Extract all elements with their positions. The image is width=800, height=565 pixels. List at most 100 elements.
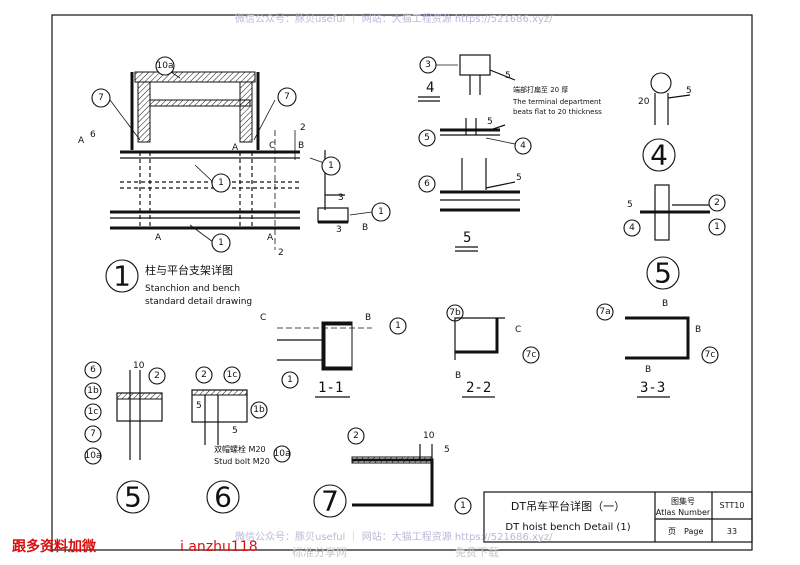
- svg-text:5: 5: [505, 71, 511, 81]
- svg-text:1c: 1c: [227, 370, 238, 380]
- svg-text:5: 5: [424, 133, 430, 143]
- watermark-bottom: 微信公众号：豚贝useful ｜ 网站：大猫工程资源 https://52168…: [235, 530, 553, 543]
- detail-7-badge: [313, 484, 347, 518]
- svg-text:Page: Page: [684, 527, 703, 536]
- detail-4-badge: [642, 138, 676, 172]
- detail-1-title-cn: 柱与平台支架详图: [145, 263, 233, 277]
- svg-text:6: 6: [90, 130, 96, 140]
- svg-text:图集号: 图集号: [671, 496, 695, 506]
- svg-text:Atlas Number: Atlas Number: [656, 508, 711, 517]
- sheet-border: [51, 14, 753, 551]
- svg-text:1: 1: [395, 321, 401, 331]
- svg-text:10a: 10a: [274, 449, 291, 459]
- section-1-1-label: 1-1: [318, 380, 343, 396]
- svg-text:7: 7: [284, 92, 290, 102]
- svg-text:2: 2: [353, 431, 359, 441]
- svg-text:Stud bolt M20: Stud bolt M20: [214, 457, 270, 466]
- svg-text:C: C: [260, 313, 266, 323]
- callout-1-d: [371, 202, 391, 222]
- section-2-2: 7b C 7c B 2-2: [446, 304, 540, 398]
- detail-5-right: 2 1 4 5 5: [623, 184, 726, 290]
- svg-text:B: B: [695, 325, 701, 335]
- svg-text:2: 2: [300, 123, 306, 133]
- svg-text:7: 7: [98, 93, 104, 103]
- svg-text:C: C: [515, 325, 521, 335]
- svg-text:1: 1: [460, 501, 466, 511]
- section-3-3: 7a B B B 7c 3-3: [596, 299, 719, 398]
- title-block: DT吊车平台详图（一） DT hoist bench Detail (1) 图集…: [483, 491, 753, 543]
- svg-text:7a: 7a: [599, 307, 610, 317]
- svg-text:4: 4: [426, 80, 434, 96]
- svg-text:1: 1: [714, 222, 720, 232]
- svg-text:2: 2: [278, 248, 284, 258]
- svg-text:1: 1: [287, 375, 293, 385]
- svg-text:10a: 10a: [157, 61, 174, 71]
- svg-text:5: 5: [232, 426, 238, 436]
- svg-text:5: 5: [627, 200, 633, 210]
- svg-text:B: B: [362, 223, 368, 233]
- detail-1-title: 1 柱与平台支架详图 Stanchion and bench standard …: [105, 259, 252, 307]
- detail-6-badge: [206, 480, 240, 514]
- svg-text:B: B: [645, 365, 651, 375]
- callout-10a: [155, 56, 175, 76]
- svg-text:C: C: [269, 141, 275, 151]
- svg-text:10: 10: [423, 431, 435, 441]
- title-en: DT hoist bench Detail (1): [505, 522, 630, 533]
- svg-text:10a: 10a: [85, 451, 102, 461]
- svg-text:4: 4: [520, 141, 526, 151]
- promo-red-text: 跟多资料加微: [12, 538, 97, 555]
- svg-text:5: 5: [516, 173, 522, 183]
- svg-text:beats flat to 20 thickness: beats flat to 20 thickness: [513, 108, 602, 116]
- svg-text:1: 1: [218, 238, 224, 248]
- svg-text:5: 5: [686, 86, 692, 96]
- detail-1-title-en-1: Stanchion and bench: [145, 284, 240, 294]
- svg-text:双帽螺栓 M20: 双帽螺栓 M20: [214, 444, 266, 454]
- svg-text:6: 6: [424, 179, 430, 189]
- detail-1-title-en-2: standard detail drawing: [145, 297, 252, 307]
- svg-text:B: B: [298, 141, 304, 151]
- svg-text:6: 6: [214, 481, 232, 514]
- watermark-top: 微信公众号：豚贝useful ｜ 网站：大猫工程资源 https://52168…: [235, 12, 553, 25]
- svg-text:1b: 1b: [87, 386, 99, 396]
- detail-5-small-b: 6 5 5: [418, 158, 522, 252]
- detail-5-badge-right: [646, 256, 680, 290]
- svg-text:3: 3: [336, 225, 342, 235]
- svg-text:1: 1: [328, 161, 334, 171]
- section-2-2-label: 2-2: [466, 380, 491, 396]
- svg-text:A: A: [78, 136, 85, 146]
- svg-text:B: B: [662, 299, 668, 309]
- svg-text:4: 4: [650, 139, 668, 172]
- svg-text:5: 5: [654, 257, 672, 290]
- detail-5-small: 5 5 4: [418, 117, 532, 155]
- detail-1-badge: [105, 259, 139, 293]
- promo-grey-2: 免费下载: [455, 545, 499, 559]
- title-cn: DT吊车平台详图（一）: [511, 499, 625, 513]
- detail-4-small: 3 5 端部打扁至 20 厚 The terminal department b…: [418, 54, 602, 116]
- callout-7-right: [277, 87, 297, 107]
- callout-1-a: [211, 173, 231, 193]
- atlas-number: STT10: [720, 501, 745, 510]
- detail-1-callouts: 10a 7 7 1 1 1 1 A 6 A A A C B 2 2 3 3 B: [78, 56, 391, 258]
- svg-text:页: 页: [668, 527, 676, 536]
- promo-grey-1: 标准分享网: [292, 545, 347, 559]
- svg-text:1: 1: [218, 178, 224, 188]
- svg-text:端部打扁至 20 厚: 端部打扁至 20 厚: [513, 85, 568, 94]
- svg-text:7b: 7b: [449, 308, 461, 318]
- svg-text:7c: 7c: [526, 350, 537, 360]
- svg-text:B: B: [455, 371, 461, 381]
- svg-text:1: 1: [113, 260, 131, 293]
- svg-text:6: 6: [90, 365, 96, 375]
- svg-text:The terminal department: The terminal department: [512, 98, 601, 106]
- svg-text:A: A: [232, 143, 239, 153]
- section-1-1: C B 1 1 1-1: [260, 313, 407, 398]
- svg-text:7c: 7c: [705, 350, 716, 360]
- detail-5-bottom: 6 1b 1c 7 10a 2 10 5: [84, 361, 166, 514]
- svg-text:2: 2: [154, 371, 160, 381]
- svg-text:7: 7: [321, 485, 339, 518]
- promo-red-id: i anzhu118: [180, 539, 258, 555]
- svg-text:5: 5: [463, 230, 471, 246]
- svg-text:1b: 1b: [253, 405, 265, 415]
- detail-5-badge-bottom: [116, 480, 150, 514]
- svg-text:2: 2: [714, 198, 720, 208]
